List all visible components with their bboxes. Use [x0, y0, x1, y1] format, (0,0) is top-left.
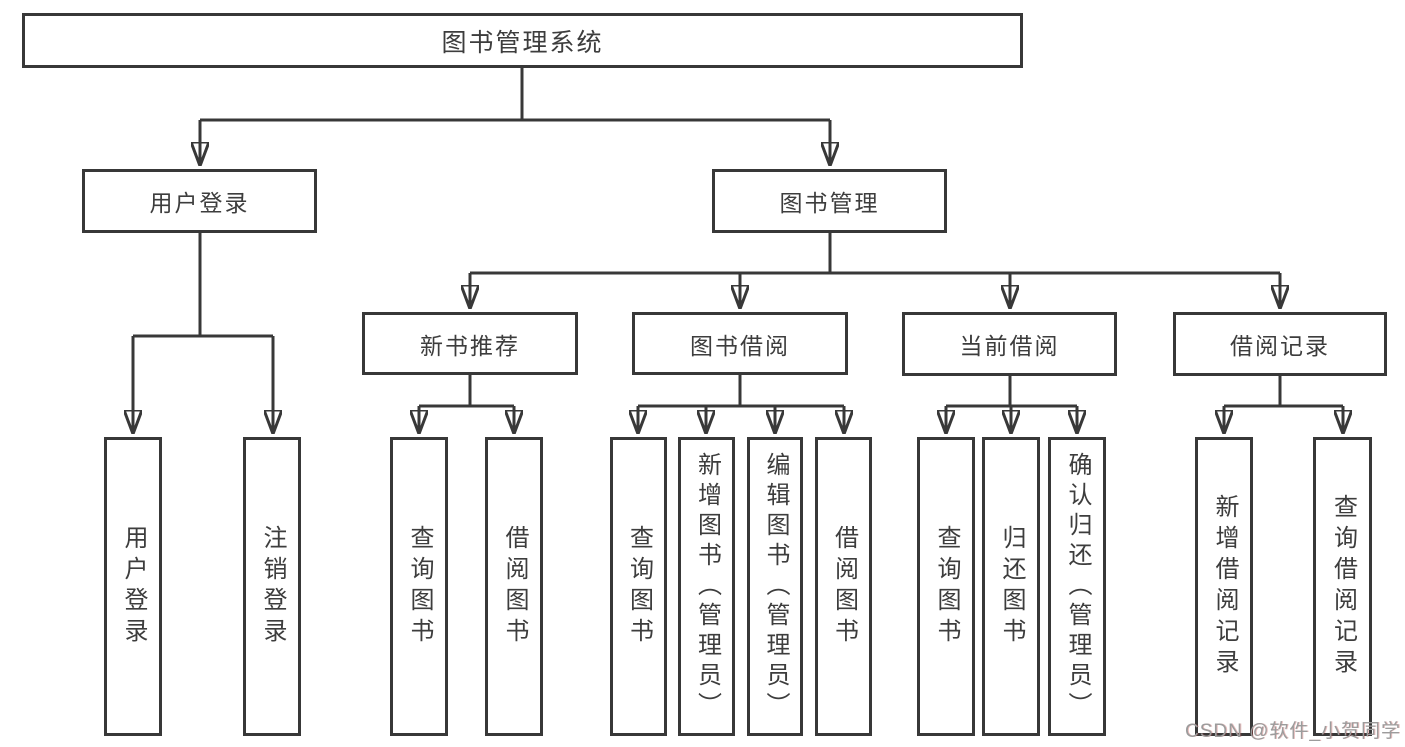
- leaf-label: 注销登录: [259, 524, 286, 649]
- node-user-login: 用户登录: [82, 169, 317, 233]
- leaf-label: 查询借阅记录: [1329, 493, 1357, 680]
- leaf-add-books-admin: 新增图书（管理员）: [678, 437, 735, 736]
- leaf-query-books-current: 查询图书: [917, 437, 975, 736]
- leaf-user-login: 用户登录: [104, 437, 162, 736]
- leaf-add-borrow-record: 新增借阅记录: [1195, 437, 1253, 736]
- leaf-label: 新增图书（管理员）: [693, 451, 721, 722]
- leaf-query-books-recommend: 查询图书: [390, 437, 448, 736]
- leaf-label: 归还图书: [998, 524, 1025, 649]
- node-book-management: 图书管理: [712, 169, 947, 233]
- leaf-confirm-return-admin: 确认归还（管理员）: [1048, 437, 1106, 736]
- leaf-label: 查询图书: [406, 524, 433, 649]
- node-root: 图书管理系统: [22, 13, 1023, 68]
- leaf-logout: 注销登录: [243, 437, 301, 736]
- leaf-return-books: 归还图书: [982, 437, 1040, 736]
- node-current-borrowing: 当前借阅: [902, 312, 1117, 376]
- leaf-label: 用户登录: [120, 524, 147, 649]
- leaf-label: 确认归还（管理员）: [1064, 451, 1091, 722]
- csdn-watermark: CSDN @软件_小贺同学: [1185, 721, 1401, 742]
- leaf-edit-books-admin: 编辑图书（管理员）: [747, 437, 803, 736]
- leaf-borrow-books: 借阅图书: [815, 437, 872, 736]
- leaf-query-books-borrow: 查询图书: [610, 437, 667, 736]
- leaf-borrow-books-recommend: 借阅图书: [485, 437, 543, 736]
- leaf-label: 新增借阅记录: [1211, 493, 1238, 680]
- node-borrowing-records: 借阅记录: [1173, 312, 1387, 376]
- leaf-label: 查询图书: [625, 524, 653, 649]
- node-book-borrowing: 图书借阅: [632, 312, 848, 375]
- leaf-label: 查询图书: [933, 524, 960, 649]
- leaf-label: 编辑图书（管理员）: [762, 451, 789, 722]
- leaf-label: 借阅图书: [830, 524, 858, 649]
- leaf-label: 借阅图书: [501, 524, 528, 649]
- leaf-query-borrow-record: 查询借阅记录: [1313, 437, 1372, 736]
- node-new-book-recommendation: 新书推荐: [362, 312, 578, 375]
